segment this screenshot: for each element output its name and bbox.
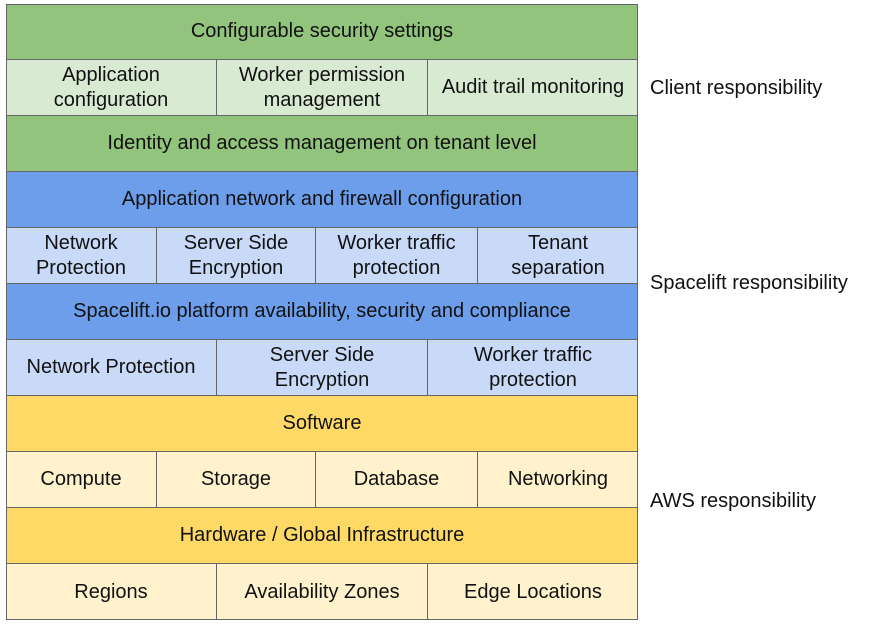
networking-cell: Networking xyxy=(507,468,609,490)
client-controls-row: Application configuration Worker permiss… xyxy=(6,60,638,116)
identity-access-management-band: Identity and access management on tenant… xyxy=(6,116,638,172)
audit-trail-monitoring-cell: Audit trail monitoring xyxy=(441,76,625,98)
storage-cell: Storage xyxy=(157,452,316,507)
worker-traffic-protection-cell: Worker traffic protection xyxy=(316,228,478,283)
spacelift-controls-row-bottom: Network Protection Server Side Encryptio… xyxy=(6,340,638,396)
regions-cell: Regions xyxy=(6,564,217,620)
edge-locations-cell: Edge Locations xyxy=(464,580,602,603)
software-band: Software xyxy=(6,396,638,452)
shared-responsibility-stack: Configurable security settings Applicati… xyxy=(6,4,638,620)
worker-traffic-protection-cell: Worker traffic protection xyxy=(473,343,593,391)
aws-services-row: Compute Storage Database Networking xyxy=(6,452,638,508)
application-configuration-cell: Application configuration xyxy=(6,60,217,115)
hardware-global-infrastructure-band: Hardware / Global Infrastructure xyxy=(6,508,638,564)
spacelift-responsibility-label: Spacelift responsibility xyxy=(650,272,848,294)
tenant-separation-cell: Tenant separation xyxy=(511,231,605,279)
server-side-encryption-cell: Server Side Encryption xyxy=(157,228,316,283)
spacelift-controls-row-top: Network Protection Server Side Encryptio… xyxy=(6,228,638,284)
client-responsibility-label: Client responsibility xyxy=(650,77,823,99)
database-cell: Database xyxy=(316,452,478,507)
aws-responsibility-label: AWS responsibility xyxy=(650,490,816,512)
aws-infrastructure-row: Regions Availability Zones Edge Location… xyxy=(6,564,638,620)
availability-zones-cell: Availability Zones xyxy=(217,564,428,620)
configurable-security-settings-band: Configurable security settings xyxy=(6,4,638,60)
network-protection-cell: Network Protection xyxy=(6,228,157,283)
spacelift-platform-band: Spacelift.io platform availability, secu… xyxy=(6,284,638,340)
compute-cell: Compute xyxy=(6,452,157,507)
network-protection-cell: Network Protection xyxy=(6,340,217,395)
worker-permission-management-cell: Worker permission management xyxy=(217,60,428,115)
application-network-firewall-band: Application network and firewall configu… xyxy=(6,172,638,228)
server-side-encryption-cell: Server Side Encryption xyxy=(217,340,428,395)
